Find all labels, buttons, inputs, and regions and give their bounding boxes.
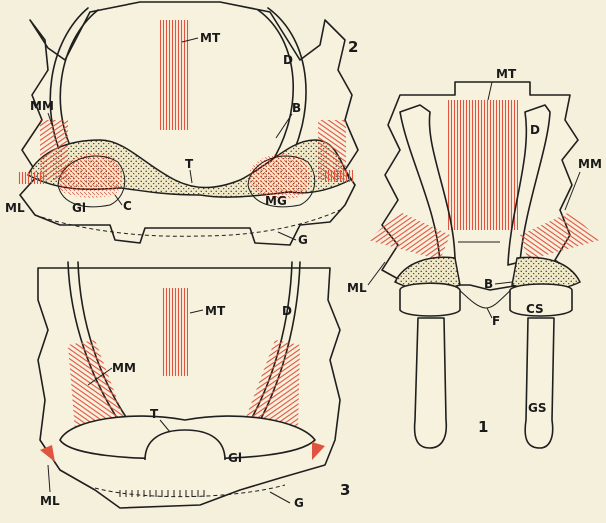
- fig1-label-mt: MT: [496, 67, 517, 81]
- fig3-label-gl: Gl: [228, 451, 242, 465]
- fig3-label-mt: MT: [205, 304, 226, 318]
- fig2-label-t: T: [185, 157, 194, 171]
- fig1-label-cs: CS: [526, 302, 544, 316]
- fig1-label-gs: GS: [528, 401, 547, 415]
- fig1-label-mm: MM: [578, 157, 602, 171]
- fig1-stylus-left: [415, 318, 447, 448]
- fig1-leader-f: [487, 308, 492, 318]
- fig2-label-mm: MM: [30, 99, 54, 113]
- fig3-leader-ml: [48, 465, 50, 492]
- fig2-muscle-mt: [160, 20, 190, 130]
- fig2-label-ml: ML: [5, 201, 25, 215]
- fig3-muscle-mt: [162, 288, 188, 376]
- fig3-label-t: T: [150, 407, 159, 421]
- fig3-label-g: G: [294, 496, 304, 510]
- figure-3: 3 MT D MM T Gl ML G: [38, 262, 350, 510]
- fig2-number: 2: [348, 38, 358, 56]
- fig2-label-d: D: [283, 53, 293, 67]
- fig3-leader-g: [270, 492, 290, 503]
- fig1-leader-ml: [368, 262, 385, 285]
- fig2-label-c: C: [123, 199, 132, 213]
- fig1-label-d: D: [530, 123, 540, 137]
- fig3-label-ml: ML: [40, 494, 60, 508]
- fig1-coxa-left: [400, 283, 460, 316]
- fig1-number: 1: [478, 418, 488, 436]
- fig3-label-mm: MM: [112, 361, 136, 375]
- fig3-number: 3: [340, 481, 350, 499]
- fig2-label-b: B: [292, 101, 301, 115]
- fig2-label-mt: MT: [200, 31, 221, 45]
- fig2-label-g: G: [298, 233, 308, 247]
- fig1-muscle-mt: [448, 100, 518, 230]
- fig1-label-ml: ML: [347, 281, 367, 295]
- fig2-gland-right: [250, 154, 310, 198]
- fig2-muscle-ml-right: [325, 170, 353, 182]
- figure-2: 2 MT D MM B T ML Gl C MG G: [5, 2, 358, 247]
- fig2-label-gl: Gl: [72, 201, 86, 215]
- fig3-label-d: D: [282, 304, 292, 318]
- fig1-label-f: F: [492, 314, 500, 328]
- fig1-stylus-right: [525, 318, 554, 448]
- fig1-label-b: B: [484, 277, 493, 291]
- fig2-label-mg: MG: [265, 194, 287, 208]
- figure-1: 1 MT D MM ML B F CS GS: [347, 67, 602, 448]
- fig2-muscle-mm-left: [40, 120, 68, 180]
- fig2-muscle-ml-left: [18, 172, 46, 184]
